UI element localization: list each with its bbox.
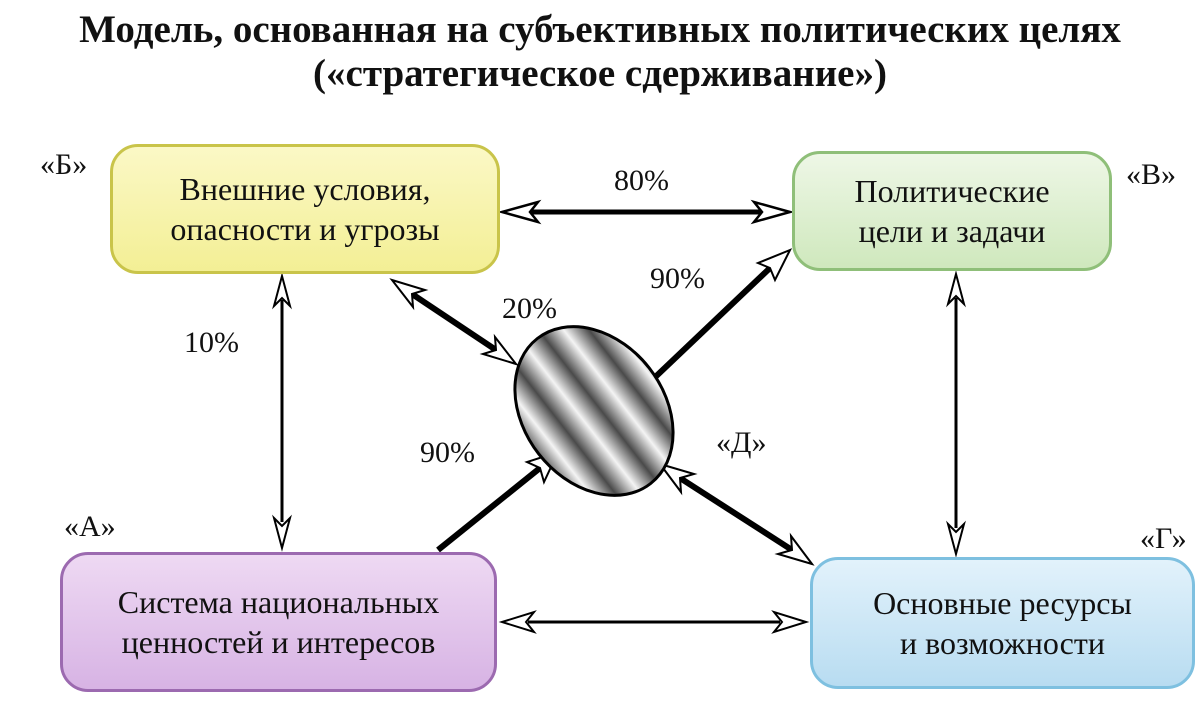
- arrow-b-a: [272, 272, 292, 552]
- edge-label-b-a: 10%: [184, 326, 239, 359]
- node-g-resources: Основные ресурсы и возможности: [810, 557, 1195, 689]
- node-b-tag: «Б»: [40, 148, 88, 181]
- node-v-tag: «В»: [1126, 158, 1177, 191]
- node-b-text: Внешние условия, опасности и угрозы: [170, 171, 440, 247]
- edge-label-b-v: 80%: [614, 164, 669, 197]
- arrow-a-g: [498, 610, 810, 634]
- arrow-b-v: [497, 199, 795, 225]
- node-a-tag: «А»: [64, 510, 116, 543]
- node-g-tag: «Г»: [1140, 522, 1187, 555]
- edge-label-d-v: 90%: [650, 262, 705, 295]
- node-b-external-conditions: Внешние условия, опасности и угрозы: [110, 144, 500, 274]
- node-g-text: Основные ресурсы и возможности: [873, 585, 1132, 661]
- node-a-national-values: Система национальных ценностей и интерес…: [60, 552, 497, 692]
- diagram-title-line-2: («стратегическое сдерживание»): [313, 52, 887, 95]
- edge-label-b-d: 20%: [502, 292, 557, 325]
- arrow-v-g: [946, 270, 966, 558]
- node-v-text: Политические цели и задачи: [854, 173, 1050, 249]
- edge-label-a-d: 90%: [420, 436, 475, 469]
- node-v-political-goals: Политические цели и задачи: [792, 151, 1112, 271]
- arrow-b-d: [389, 278, 519, 366]
- node-d-tag: «Д»: [716, 426, 767, 459]
- diagram-title-line-1: Модель, основанная на субъективных полит…: [79, 8, 1121, 51]
- node-a-text: Система национальных ценностей и интерес…: [117, 584, 440, 660]
- arrow-d-v: [647, 248, 793, 385]
- node-d-ellipse: [513, 325, 675, 497]
- arrow-d-g: [657, 462, 815, 566]
